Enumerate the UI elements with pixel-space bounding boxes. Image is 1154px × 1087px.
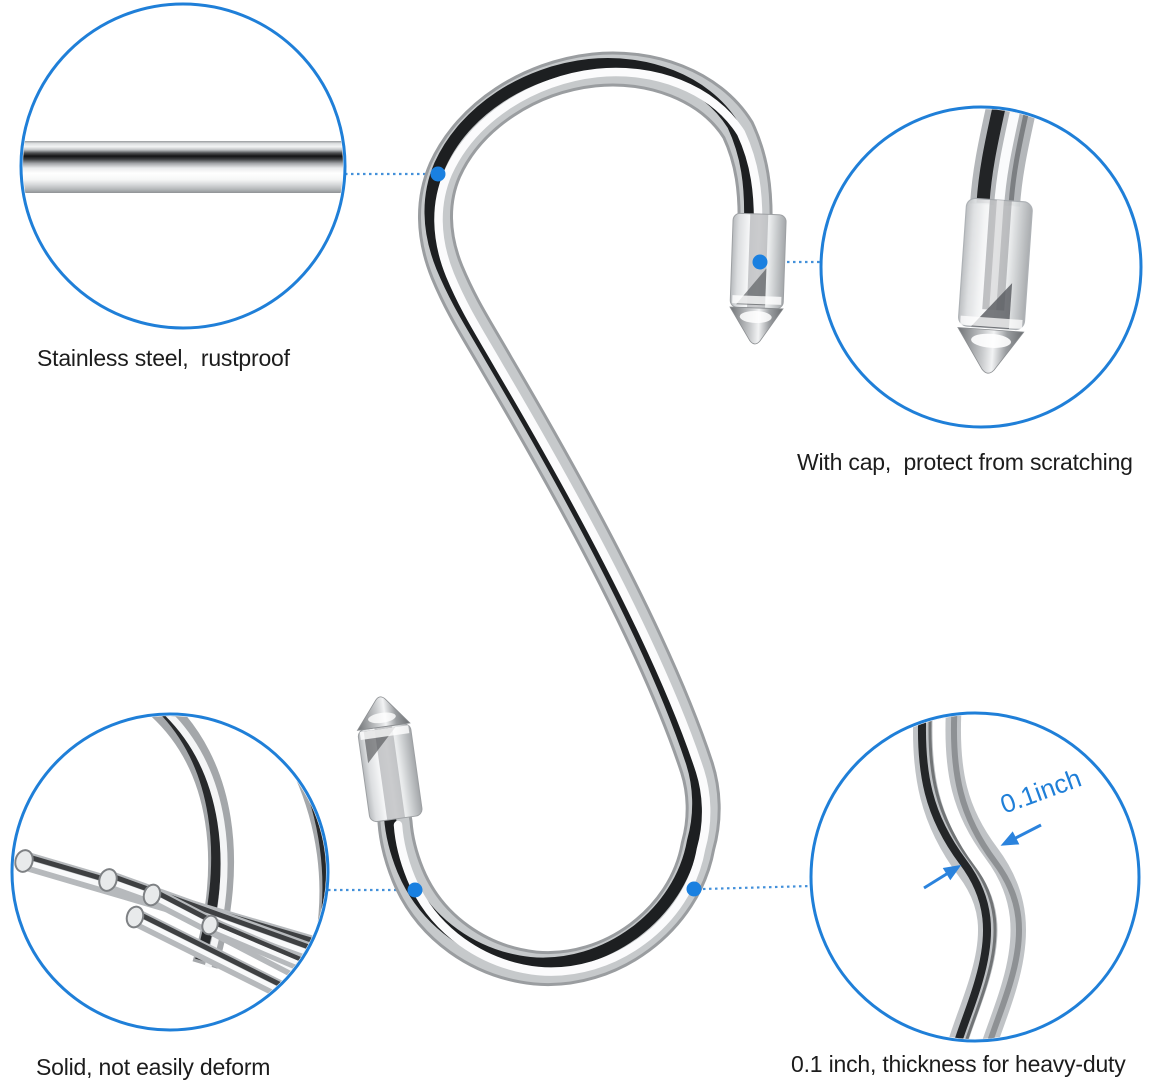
main-s-hook <box>377 51 773 987</box>
leader-line-bottom-right <box>702 884 812 891</box>
caption-with-cap: With cap, protect from scratching <box>797 449 1133 475</box>
hook-top-cap <box>729 212 787 345</box>
callout-dots <box>407 166 768 898</box>
callout-dot-top-right <box>752 254 768 270</box>
caption-thickness: 0.1 inch, thickness for heavy-duty <box>791 1051 1126 1077</box>
callout-circle-top-left <box>19 2 347 330</box>
callout-circle-bottom-right: 0.1inch <box>809 711 1141 1043</box>
caption-solid: Solid, not easily deform <box>36 1054 271 1080</box>
callout-circle-bottom-left <box>10 712 330 1032</box>
hook-bottom-cap <box>356 696 423 823</box>
leader-lines <box>328 172 821 892</box>
callout-circle-top-right <box>819 105 1143 429</box>
callout-dot-top-left <box>430 166 446 182</box>
stacked-hooks-closeup <box>14 716 326 1028</box>
callout-dot-bottom-right <box>686 881 702 897</box>
steel-rod-closeup <box>23 141 343 193</box>
callout-dot-bottom-left <box>407 882 423 898</box>
caption-stainless-steel: Stainless steel, rustproof <box>37 345 290 371</box>
measure-arrow-left <box>923 871 950 890</box>
measure-arrows <box>923 823 1042 890</box>
measure-arrow-right <box>1012 823 1042 841</box>
capped-tip-closeup <box>957 109 1037 374</box>
